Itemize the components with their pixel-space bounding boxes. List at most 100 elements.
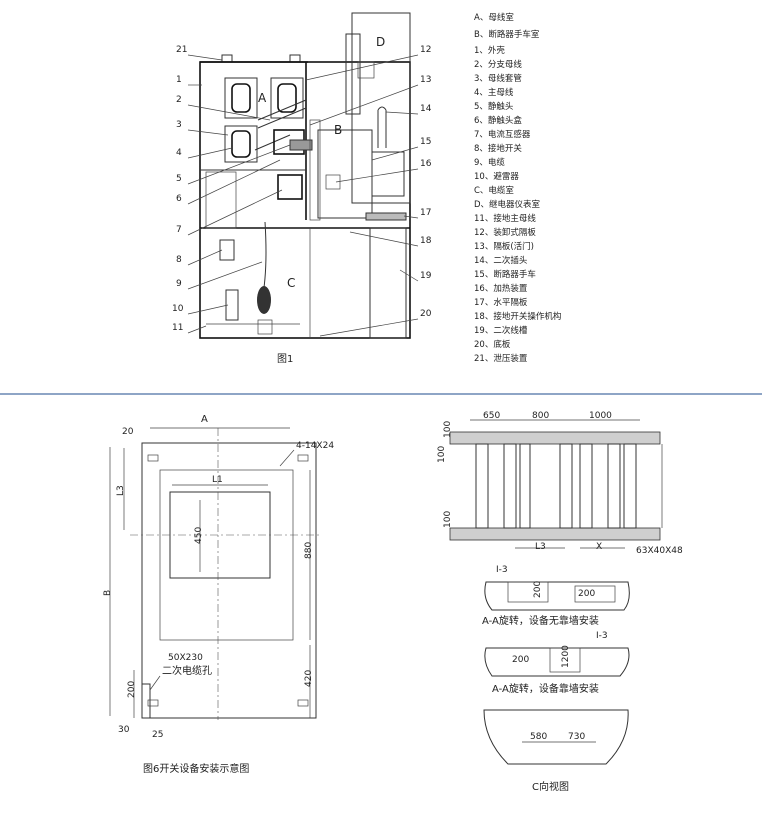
slot-label: 二次电缆孔 [162, 664, 212, 677]
dim-420: 420 [304, 670, 314, 687]
legend-item: 8、接地开关 [474, 143, 522, 154]
aa1-dim: 200 [533, 581, 543, 598]
aa2-caption: A-A旋转，设备靠墙安装 [492, 682, 599, 695]
callout-left: 5 [176, 174, 182, 184]
busbar-3 [231, 130, 251, 158]
legend-item: 17、水平隔板 [474, 297, 528, 308]
legend-item: 21、泄压装置 [474, 353, 528, 364]
compartment-label: C [287, 276, 295, 290]
busbar-bushing-3 [224, 125, 258, 163]
dim-bottom: X [596, 542, 602, 552]
dim-200: 200 [127, 681, 137, 698]
fig6-caption: 图6开关设备安装示意图 [143, 762, 249, 775]
mount-hole [147, 699, 159, 707]
callout-right: 18 [420, 236, 432, 246]
callout-right: 13 [420, 75, 431, 85]
inner-frame [159, 469, 294, 641]
aa1-block-2 [574, 585, 616, 603]
c-dim: 580 [530, 732, 547, 742]
dim-side: 100 [437, 446, 447, 463]
static-contact [289, 139, 313, 151]
compartment-label: D [376, 35, 385, 49]
legend-item: 20、底板 [474, 339, 511, 350]
callout-left: 6 [176, 194, 182, 204]
callout-left: 21 [176, 45, 187, 55]
callout-left: 9 [176, 279, 182, 289]
callout-right: 14 [420, 104, 432, 114]
mount-hole [297, 699, 309, 707]
left-panel [205, 171, 237, 229]
mount-hole [297, 454, 309, 462]
truck-mechanism [371, 151, 405, 197]
secondary-plug [377, 106, 387, 148]
legend-item: 5、静触头 [474, 101, 514, 112]
relay-block [357, 61, 375, 79]
busbar-bushing-1 [224, 77, 258, 119]
callout-right: 17 [420, 208, 431, 218]
dim-a: A [201, 414, 208, 425]
legend-item: 4、主母线 [474, 87, 514, 98]
legend-item: 13、隔板(活门) [474, 241, 534, 252]
fig1-legend: A、母线室 B、断路器手车室 1、外壳 2、分支母线 3、母线套管 4、主母线 … [474, 12, 561, 364]
compartment-label: B [334, 123, 342, 137]
callout-right: 16 [420, 159, 432, 169]
aa2-dim: 200 [512, 655, 529, 665]
relief-vent-1 [221, 54, 233, 63]
surge-arrester [225, 289, 239, 321]
wire-duct [369, 227, 407, 339]
legend-item: 9、电缆 [474, 157, 505, 168]
branch-bus-3 [254, 134, 291, 151]
dim-l1: L1 [212, 475, 223, 485]
top-channel [449, 431, 661, 445]
dim-20: 20 [122, 427, 134, 437]
shutter [309, 119, 321, 221]
aa1-block [507, 581, 549, 603]
relief-vent-2 [289, 54, 301, 63]
earthing-switch [219, 239, 235, 261]
callout-right: 20 [420, 309, 432, 319]
current-transformer [277, 174, 303, 200]
aa1-dim: 200 [578, 589, 595, 599]
dim-l3: L3 [116, 485, 126, 496]
leader-slot [149, 675, 161, 691]
legend-item: 12、装卸式隔板 [474, 227, 536, 238]
base-outline [141, 442, 317, 719]
legend-item: A、母线室 [474, 12, 514, 23]
bottom-block [257, 319, 273, 335]
c-view-section [483, 709, 629, 765]
aa1-caption: A-A旋转，设备无靠墙安装 [482, 614, 599, 627]
channel-plan: 650 800 1000 100 100 100 L3 X 63X40X48 I… [437, 411, 683, 793]
callout-left: 1 [176, 75, 182, 85]
branch-bus-1 [257, 99, 307, 121]
legend-item: 14、二次插头 [474, 255, 528, 266]
dim-slot: 50X230 [168, 653, 203, 663]
legend-item: D、继电器仪表室 [474, 199, 541, 210]
legend-item: 16、加热装置 [474, 283, 528, 294]
fig6-plan: A L1 L3 B 20 450 880 420 200 30 25 4-14X… [103, 414, 334, 775]
aa2-dim: 1200 [561, 645, 571, 668]
legend-item: 6、静触头盒 [474, 115, 522, 126]
dim-holes: 4-14X24 [296, 441, 334, 451]
horizontal-partition [365, 212, 407, 221]
breaker-truck [317, 129, 373, 219]
dim-top: 800 [532, 411, 549, 421]
dim-25: 25 [152, 730, 163, 740]
compartment-label: A [258, 91, 267, 105]
branch-bus-2 [257, 107, 307, 129]
fig1-cross-section: A B C D 21 1 2 3 4 5 6 7 8 9 10 11 [172, 12, 432, 365]
aa2-block [549, 647, 581, 673]
leader-holes [279, 449, 295, 467]
legend-item: 7、电流互感器 [474, 129, 531, 140]
dim-30: 30 [118, 725, 130, 735]
secondary-cable-hole [141, 683, 151, 719]
heater [325, 174, 341, 190]
aa2-dim: I-3 [596, 631, 608, 641]
dim-880: 880 [304, 542, 314, 559]
busbar-2 [277, 83, 297, 113]
dim-b: B [103, 590, 113, 596]
callout-left: 10 [172, 304, 184, 314]
dim-top: 1000 [589, 411, 612, 421]
bottom-channel [449, 527, 661, 541]
legend-item: 10、避雷器 [474, 171, 519, 182]
